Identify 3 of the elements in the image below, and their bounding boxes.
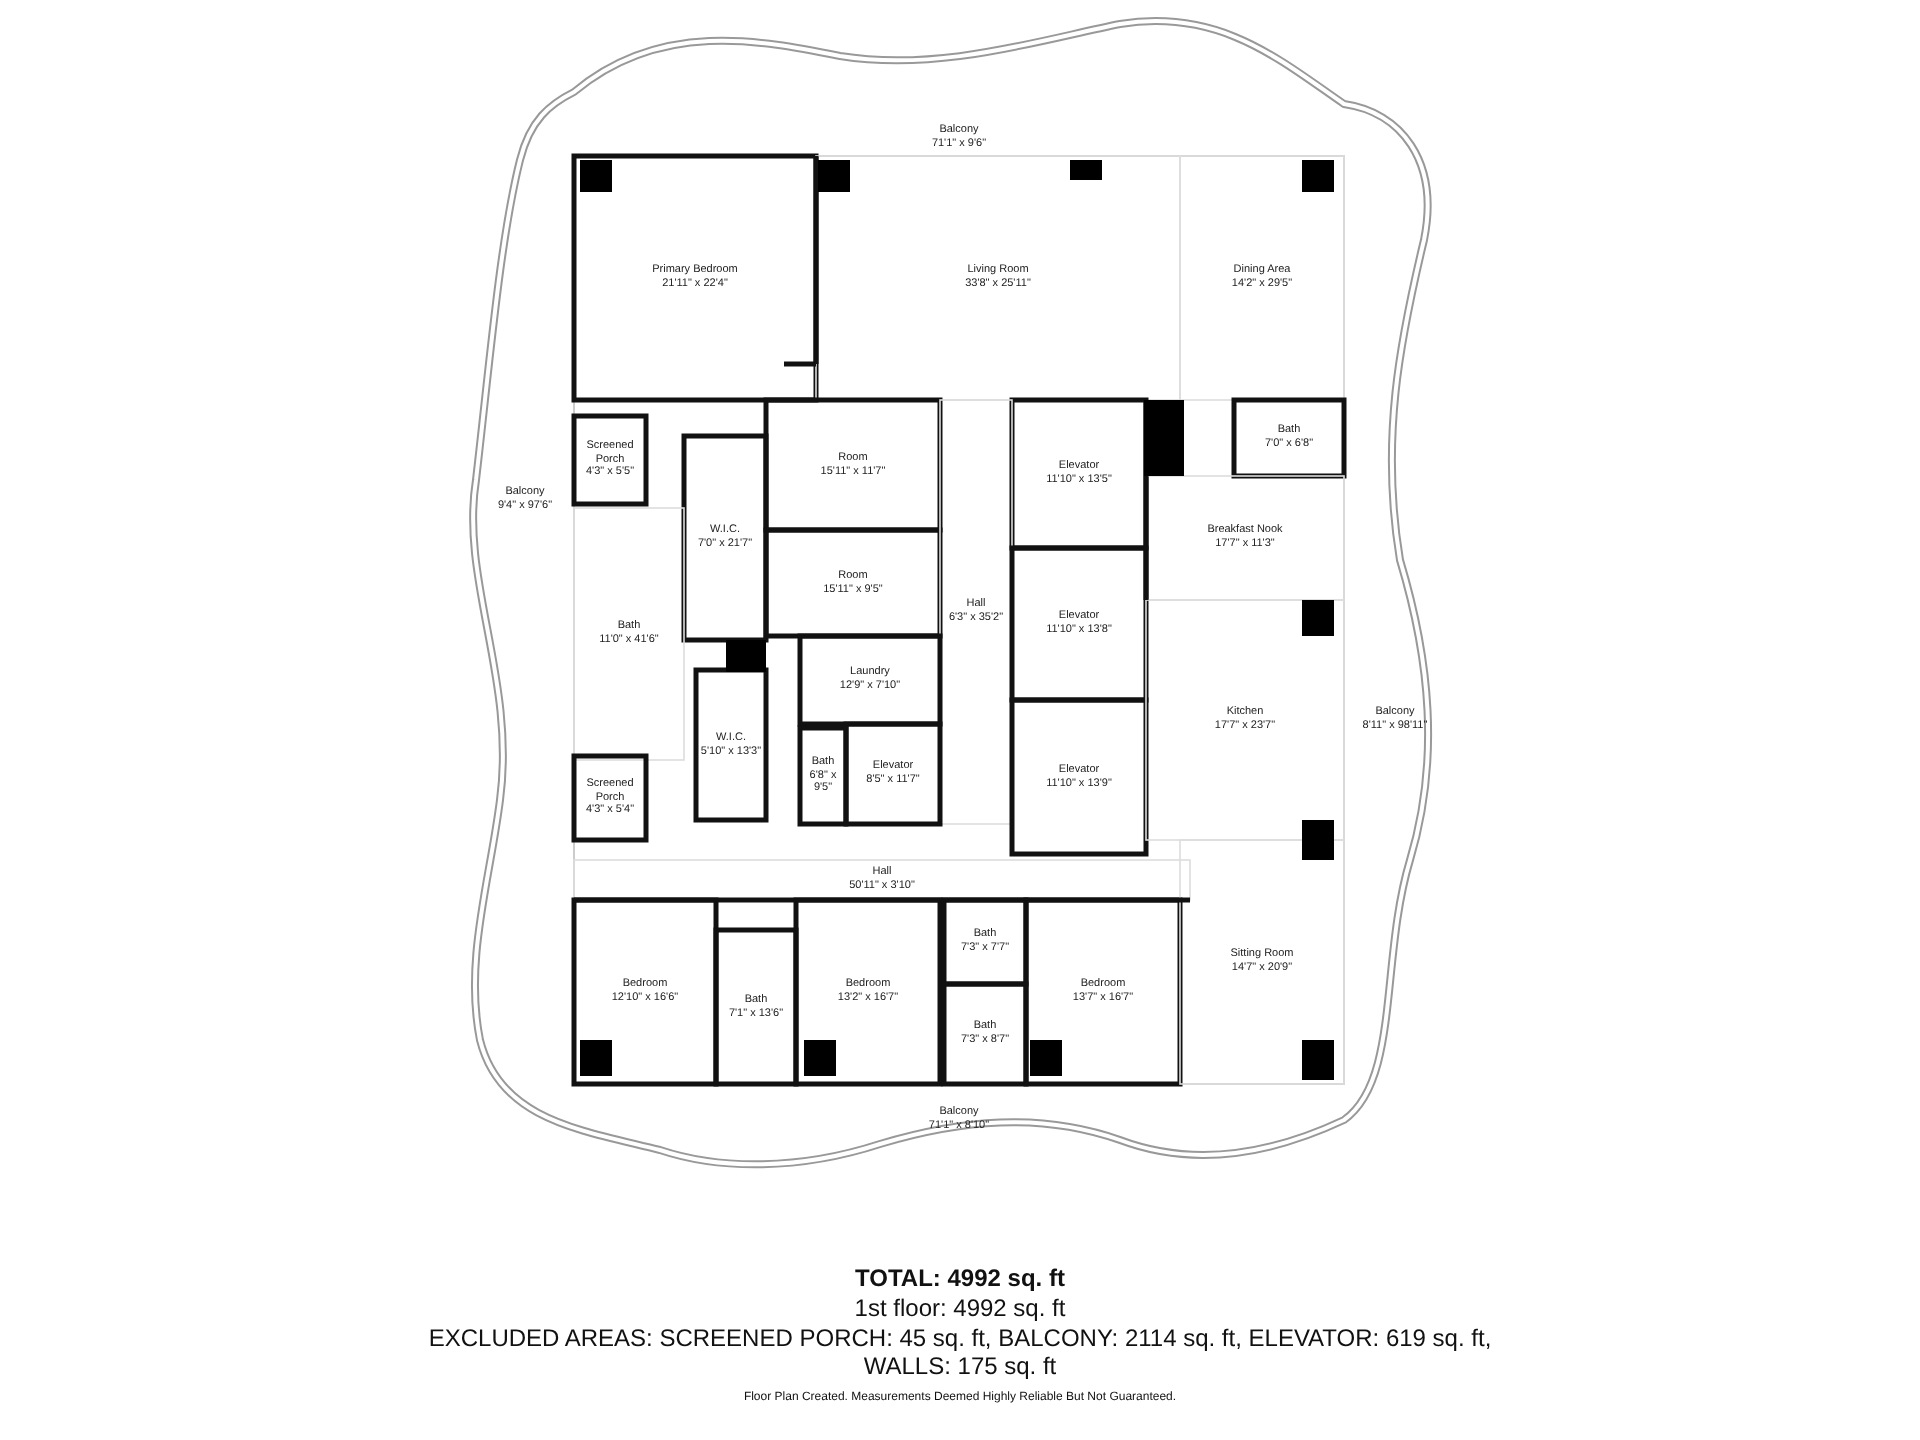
area-summary: 1st floor: 4992 sq. ft — [852, 1294, 1068, 1322]
area-summary: EXCLUDED AREAS: SCREENED PORCH: 45 sq. ft, BALCONY: 2114 sq. ft, ELEVATOR: 619 sq. ft, WALLS: 175 sq. ft — [426, 1324, 1494, 1380]
area-summary: TOTAL: 4992 sq. ft — [853, 1264, 1067, 1292]
